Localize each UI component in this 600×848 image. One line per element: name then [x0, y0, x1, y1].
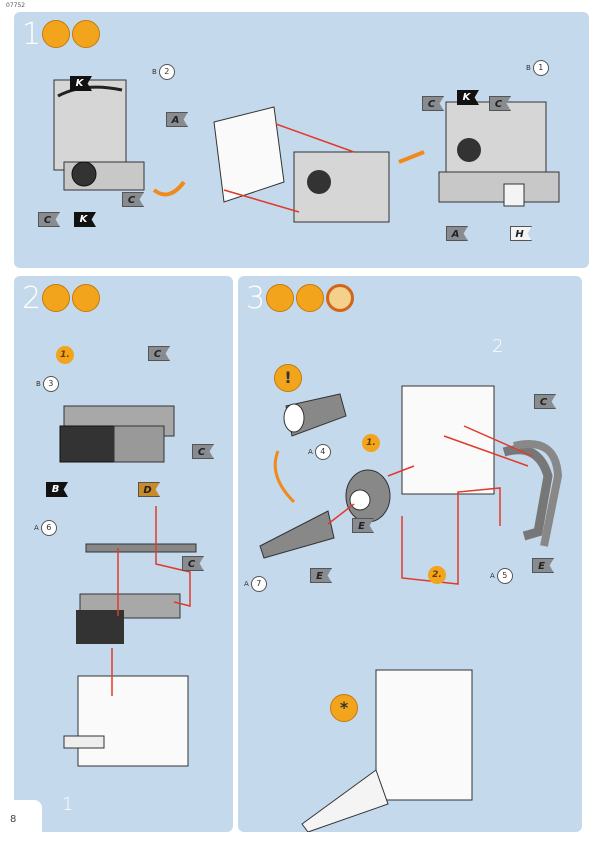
sequence-1: 1.: [362, 434, 380, 452]
sequence-2: 2.: [428, 566, 446, 584]
finished-asterisk-icon: *: [330, 694, 358, 722]
color-tag-c: C: [122, 192, 144, 207]
step-3-panel: 3 ! * 1. 2.: [238, 276, 582, 832]
engine-block-assembly: [63, 675, 189, 767]
exhaust-cone-part: [259, 510, 335, 559]
step-3-illustration: [259, 385, 563, 832]
arrow: [155, 506, 191, 607]
arrow: [327, 503, 355, 525]
step-2-illustration: [59, 405, 197, 767]
manifold-bar-part: [85, 543, 197, 553]
arrow: [401, 487, 501, 585]
arrow: [443, 435, 529, 467]
glue-icon: [42, 20, 70, 48]
cylinder-head-part: [59, 405, 175, 463]
engine-cover-part: [213, 106, 390, 223]
cylinder-head-assembled: [76, 593, 181, 644]
paint-icon: [296, 284, 324, 312]
assembly-ref: 2: [492, 336, 504, 357]
bell-housing-part: [345, 469, 391, 523]
sequence-1: 1.: [56, 346, 74, 364]
color-tag-b: B: [46, 482, 68, 497]
color-tag-h: H: [510, 226, 532, 241]
arrow: [273, 450, 296, 504]
color-tag-k: K: [70, 76, 92, 91]
arrow: [398, 150, 425, 164]
arrow: [387, 465, 415, 477]
paint-icon: [72, 284, 100, 312]
page-corner: [0, 800, 42, 848]
color-tag-k: K: [457, 90, 479, 105]
arrow: [223, 189, 300, 213]
engine-block-assembly: [401, 385, 495, 495]
assembly-ref: 1: [62, 794, 74, 815]
engine-side-part-left: [53, 79, 145, 191]
glue-icon: [266, 284, 294, 312]
color-tag-k: K: [74, 212, 96, 227]
rotate-arrow: [152, 180, 186, 197]
exhaust-cone-detail: [283, 393, 347, 437]
attention-icon: !: [274, 364, 302, 392]
exhaust-pipe-part: [502, 440, 563, 547]
page-number: 8: [10, 814, 17, 825]
color-tag-c: C: [38, 212, 60, 227]
paint-icon: [72, 20, 100, 48]
arrow: [275, 123, 355, 153]
color-tag-a: A: [166, 112, 188, 127]
glue-icon: [42, 284, 70, 312]
step-number: 1: [22, 17, 42, 52]
clock-icon: [326, 284, 354, 312]
step-1-illustration: [53, 79, 560, 223]
step-number: 2: [22, 281, 42, 316]
finished-engine-assembly: [301, 669, 473, 832]
document-code: 07752: [6, 2, 26, 9]
arrow: [463, 425, 533, 457]
engine-side-part-right: [438, 101, 560, 207]
step-number: 3: [246, 281, 266, 316]
